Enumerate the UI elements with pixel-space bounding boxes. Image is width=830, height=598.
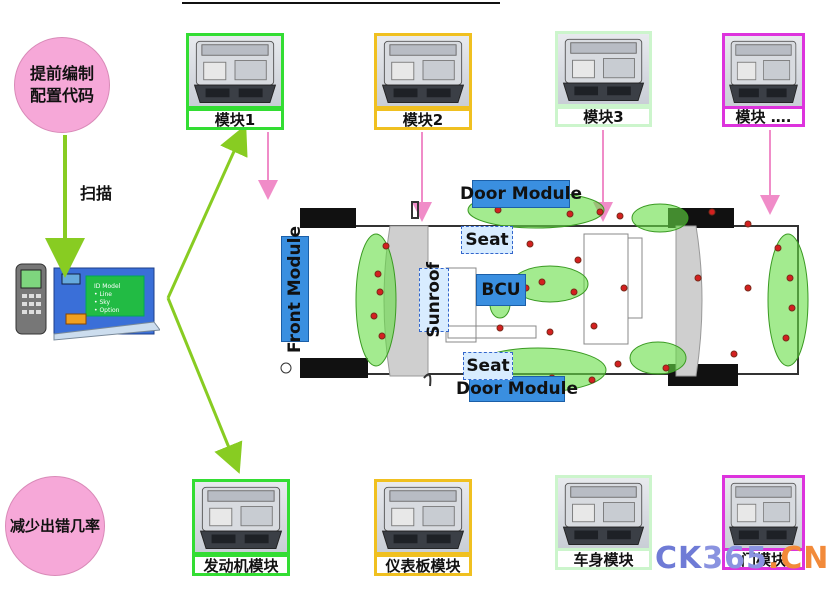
bottom-module-1-image — [192, 479, 290, 555]
top-module-3-label: 模块3 — [555, 106, 652, 127]
watermark-ck: CK — [655, 541, 703, 576]
ecu-module-icon — [193, 40, 277, 103]
top-divider-line — [182, 2, 500, 4]
scanner-illustration: ID Model • Line • Sky • Option — [14, 262, 161, 342]
door-module-bottom-label: Door Module — [456, 376, 578, 402]
svg-text:• Option: • Option — [94, 307, 120, 314]
scan-label: 扫描 — [80, 184, 113, 203]
front-module-label: Front Module — [281, 226, 309, 352]
svg-text:• Line: • Line — [94, 291, 112, 298]
top-module-4-label: 模块 …. — [722, 106, 805, 127]
ecu-module-icon — [562, 38, 645, 101]
bottom-module-3-label: 车身模块 — [555, 548, 652, 570]
bcu-label: BCU — [476, 274, 526, 306]
reduce-error-circle: 减少出错几率 — [5, 476, 105, 576]
ecu-module-icon — [729, 40, 798, 103]
fork-up-arrow — [166, 124, 248, 299]
top-module-2-image — [374, 33, 472, 109]
bottom-module-2-image — [374, 479, 472, 555]
top-module-1-image — [186, 33, 284, 109]
bottom-module-1-label: 发动机模块 — [192, 554, 290, 576]
bottom-module-4-image — [722, 475, 805, 551]
seat-bottom-label: Seat — [463, 352, 513, 380]
bottom-module-2-label: 仪表板模块 — [374, 554, 472, 576]
ecu-module-icon — [381, 40, 465, 103]
svg-text:ID Model: ID Model — [94, 283, 121, 290]
prebuild-config-text: 提前编制 配置代码 — [29, 64, 94, 105]
fork-down-arrow — [166, 297, 243, 474]
bottom-module-4-label: 门模块 — [722, 548, 805, 570]
top-module-1-label: 模块1 — [186, 108, 284, 130]
bottom-module-3-image — [555, 475, 652, 551]
svg-text:• Sky: • Sky — [94, 299, 111, 306]
ck365-watermark: CK365.CN — [655, 541, 829, 576]
watermark-365: 365 — [702, 541, 768, 576]
seat-top-label: Seat — [461, 226, 513, 254]
reduce-error-text: 减少出错几率 — [9, 517, 100, 535]
sunroof-label: Sunroof — [419, 262, 449, 338]
prebuild-config-circle: 提前编制 配置代码 — [14, 37, 110, 133]
scanner-device-icon: ID Model • Line • Sky • Option — [15, 263, 161, 341]
ecu-module-icon — [729, 482, 798, 545]
door-module-top-label: Door Module — [460, 180, 582, 208]
ecu-module-icon — [381, 486, 465, 549]
top-module-3-image — [555, 31, 652, 107]
top-module-4-image — [722, 33, 805, 109]
top-module-2-label: 模块2 — [374, 108, 472, 130]
ecu-module-icon — [199, 486, 283, 549]
car-schematic — [280, 191, 809, 393]
ecu-module-icon — [562, 482, 645, 545]
watermark-cn: .CN — [767, 541, 830, 576]
